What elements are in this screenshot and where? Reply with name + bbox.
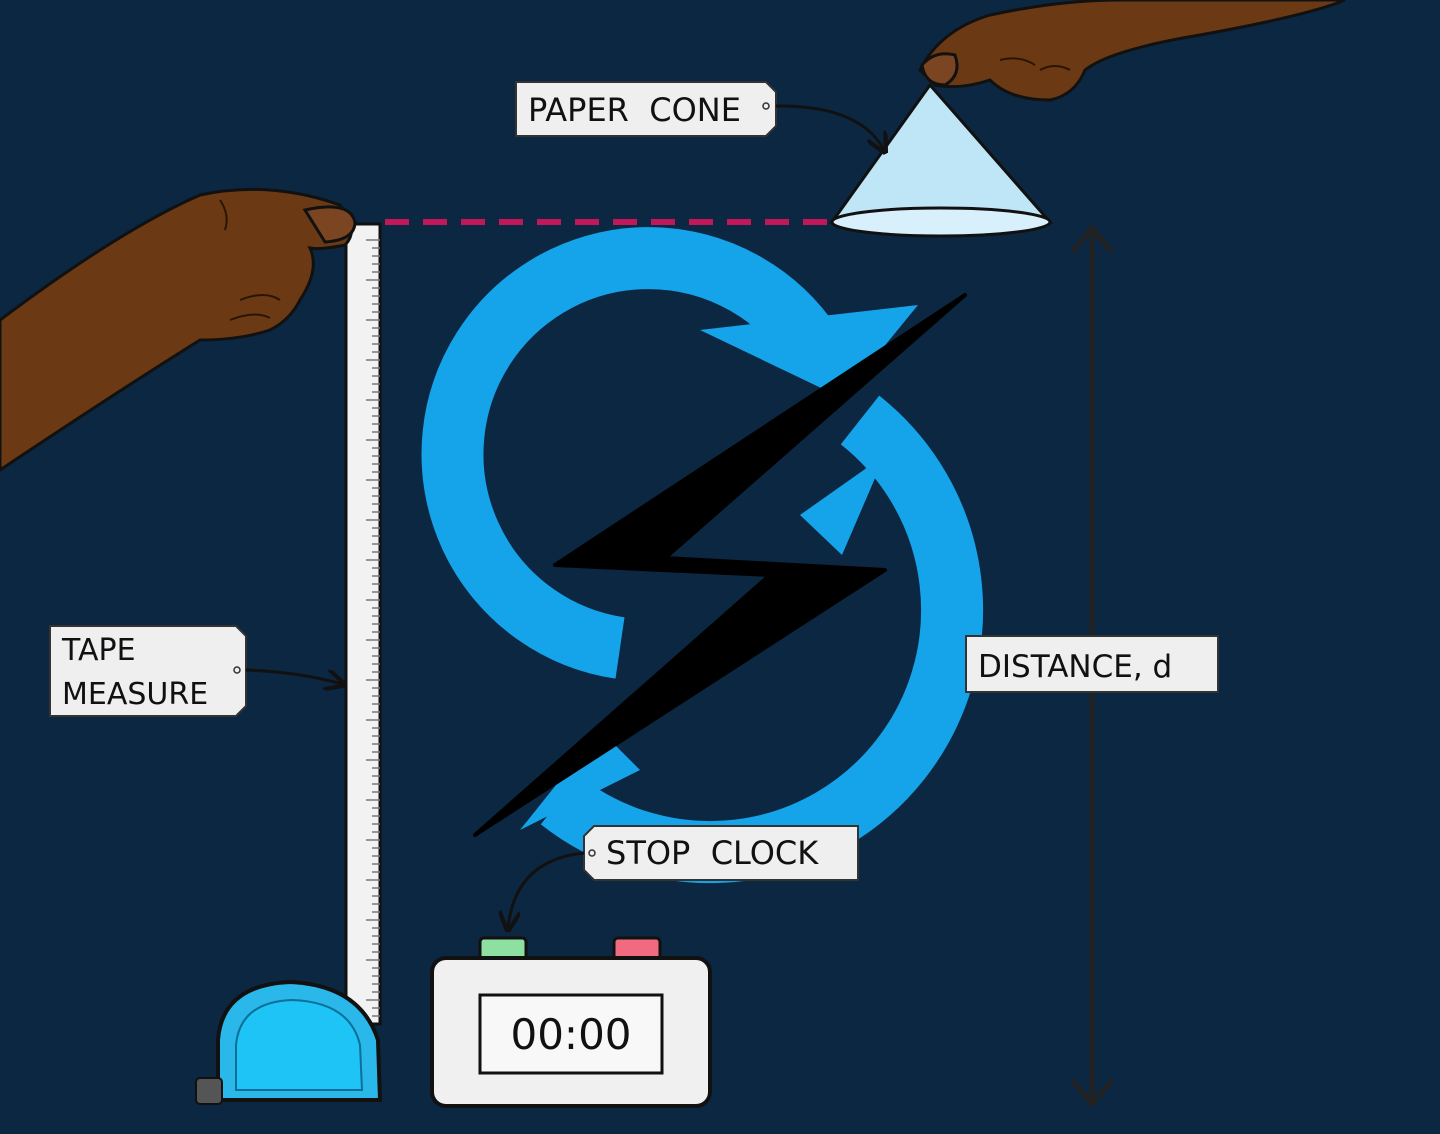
label-stop-clock-text: STOP CLOCK [606, 834, 819, 872]
label-paper-cone: PAPER CONE [515, 81, 777, 137]
label-paper-cone-text: PAPER CONE [528, 91, 741, 129]
stop-clock-pointer-arrow [508, 851, 585, 928]
stop-clock-screen [478, 993, 664, 1075]
label-tape-measure-line2: MEASURE [62, 677, 208, 712]
stop-clock-display: 00:00 [510, 1010, 631, 1059]
tape-measure-pointer-arrow [245, 668, 342, 684]
label-distance-text: DISTANCE, d [978, 649, 1172, 685]
lightning-bolt-icon [473, 293, 967, 837]
left-hand-icon [0, 187, 357, 472]
tape-ticks [366, 239, 380, 1017]
right-hand-icon [918, 0, 1346, 102]
stop-clock: 00:00 [430, 936, 712, 1108]
label-tape-measure: TAPE MEASURE [49, 625, 247, 717]
label-distance: DISTANCE, d [965, 635, 1219, 693]
label-stop-clock: STOP CLOCK [583, 825, 859, 881]
tape-measure [195, 222, 383, 1105]
paper-cone-pointer-arrow [775, 104, 884, 150]
label-tape-measure-line1: TAPE [61, 633, 136, 668]
